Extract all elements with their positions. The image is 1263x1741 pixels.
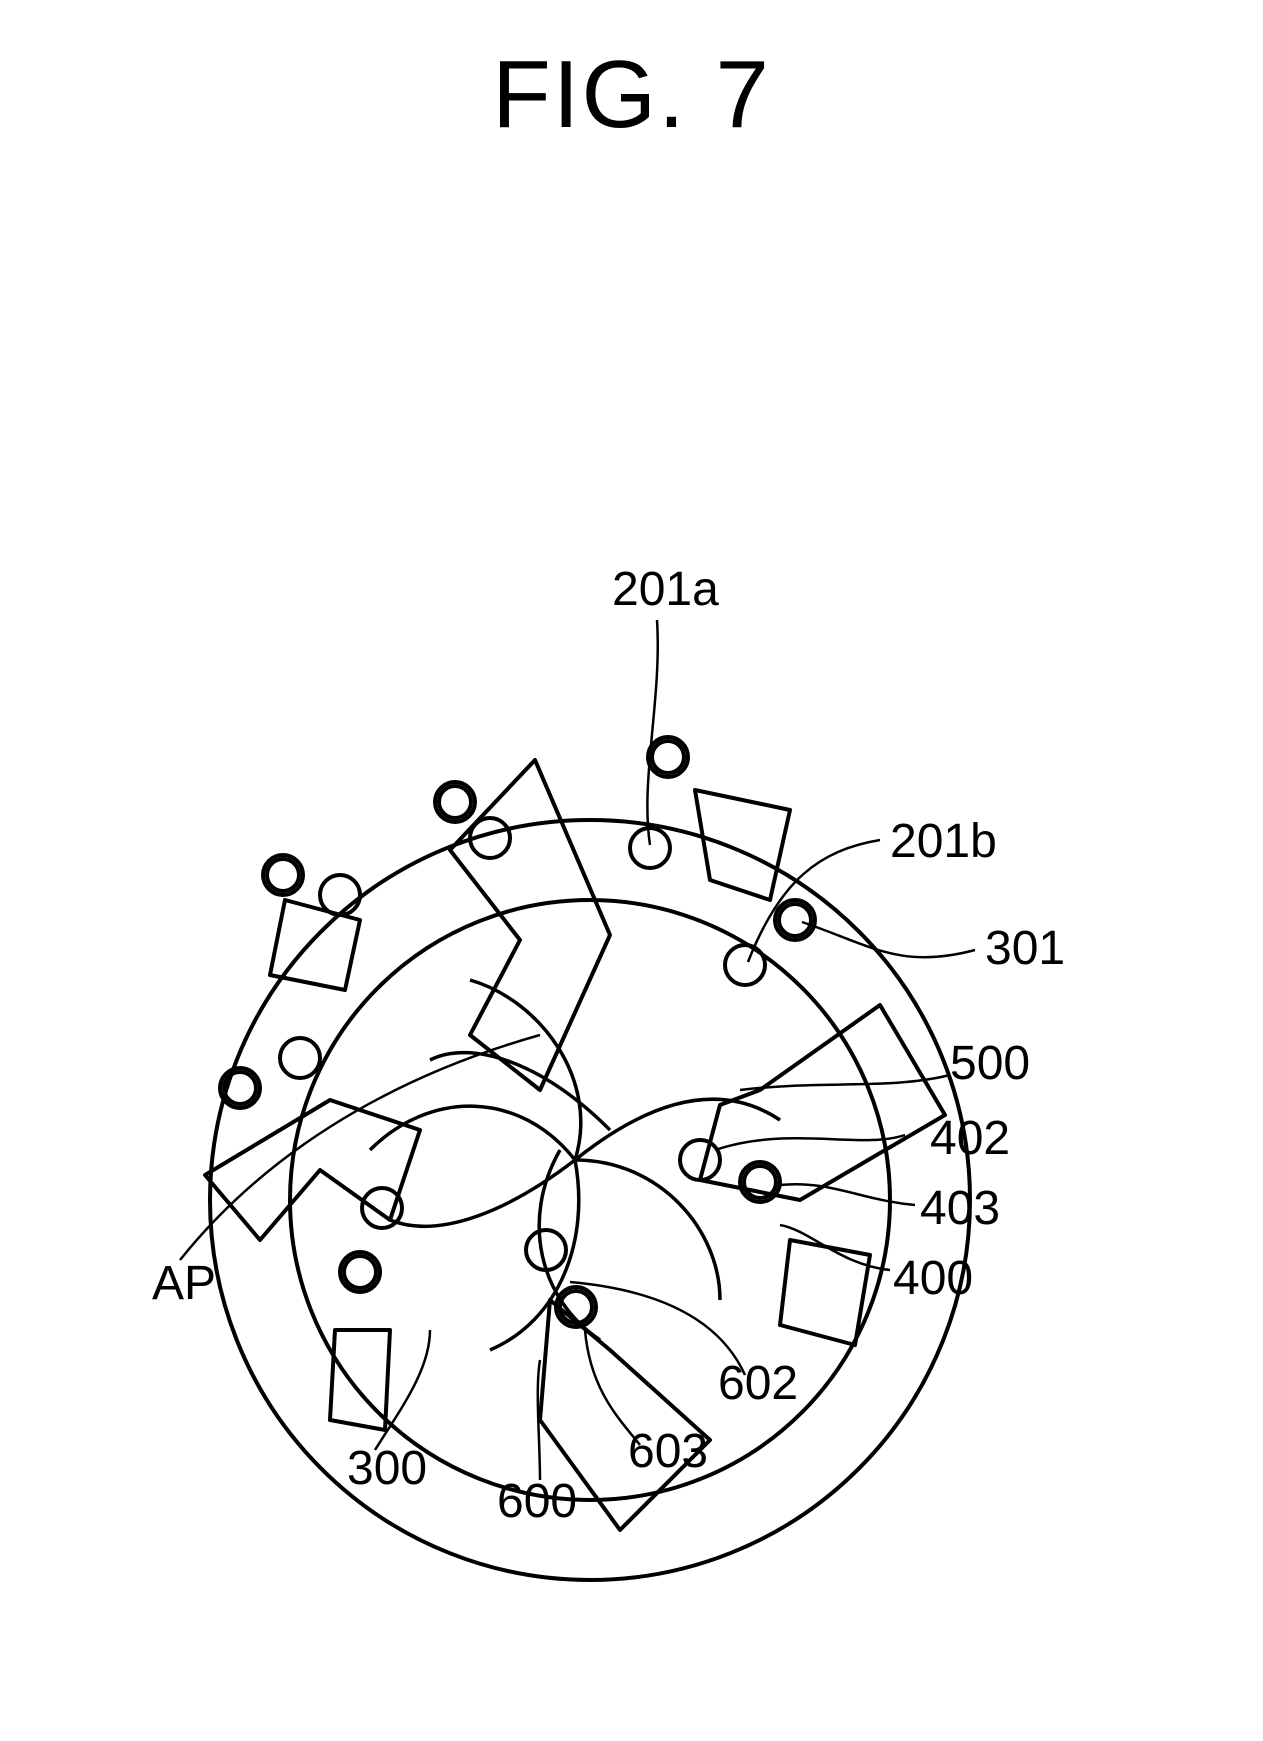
label-603: 603 bbox=[628, 1425, 709, 1478]
label-600: 600 bbox=[497, 1475, 578, 1528]
blade-arm-right bbox=[698, 1003, 947, 1202]
label-300: 300 bbox=[347, 1442, 428, 1495]
label-400: 400 bbox=[893, 1252, 974, 1305]
label-201a: 201a bbox=[612, 563, 719, 616]
label-ap: AP bbox=[152, 1257, 217, 1310]
lug-top bbox=[693, 788, 792, 902]
label-602: 602 bbox=[718, 1357, 799, 1410]
blade-arm-bottom bbox=[538, 1298, 712, 1532]
outer-ring bbox=[208, 818, 972, 1582]
blade-arm-top bbox=[448, 758, 612, 1092]
lug-lower-right bbox=[778, 1238, 872, 1347]
label-301: 301 bbox=[985, 922, 1066, 975]
holes bbox=[218, 735, 817, 1329]
inner-ring bbox=[288, 898, 892, 1502]
blade-arm-left bbox=[203, 1098, 422, 1242]
label-201b: 201b bbox=[890, 815, 997, 868]
lug-lower-left bbox=[328, 1328, 392, 1432]
label-402: 402 bbox=[930, 1112, 1011, 1165]
label-500: 500 bbox=[950, 1037, 1031, 1090]
figure-title: FIG. 7 bbox=[492, 41, 771, 148]
label-403: 403 bbox=[920, 1182, 1001, 1235]
